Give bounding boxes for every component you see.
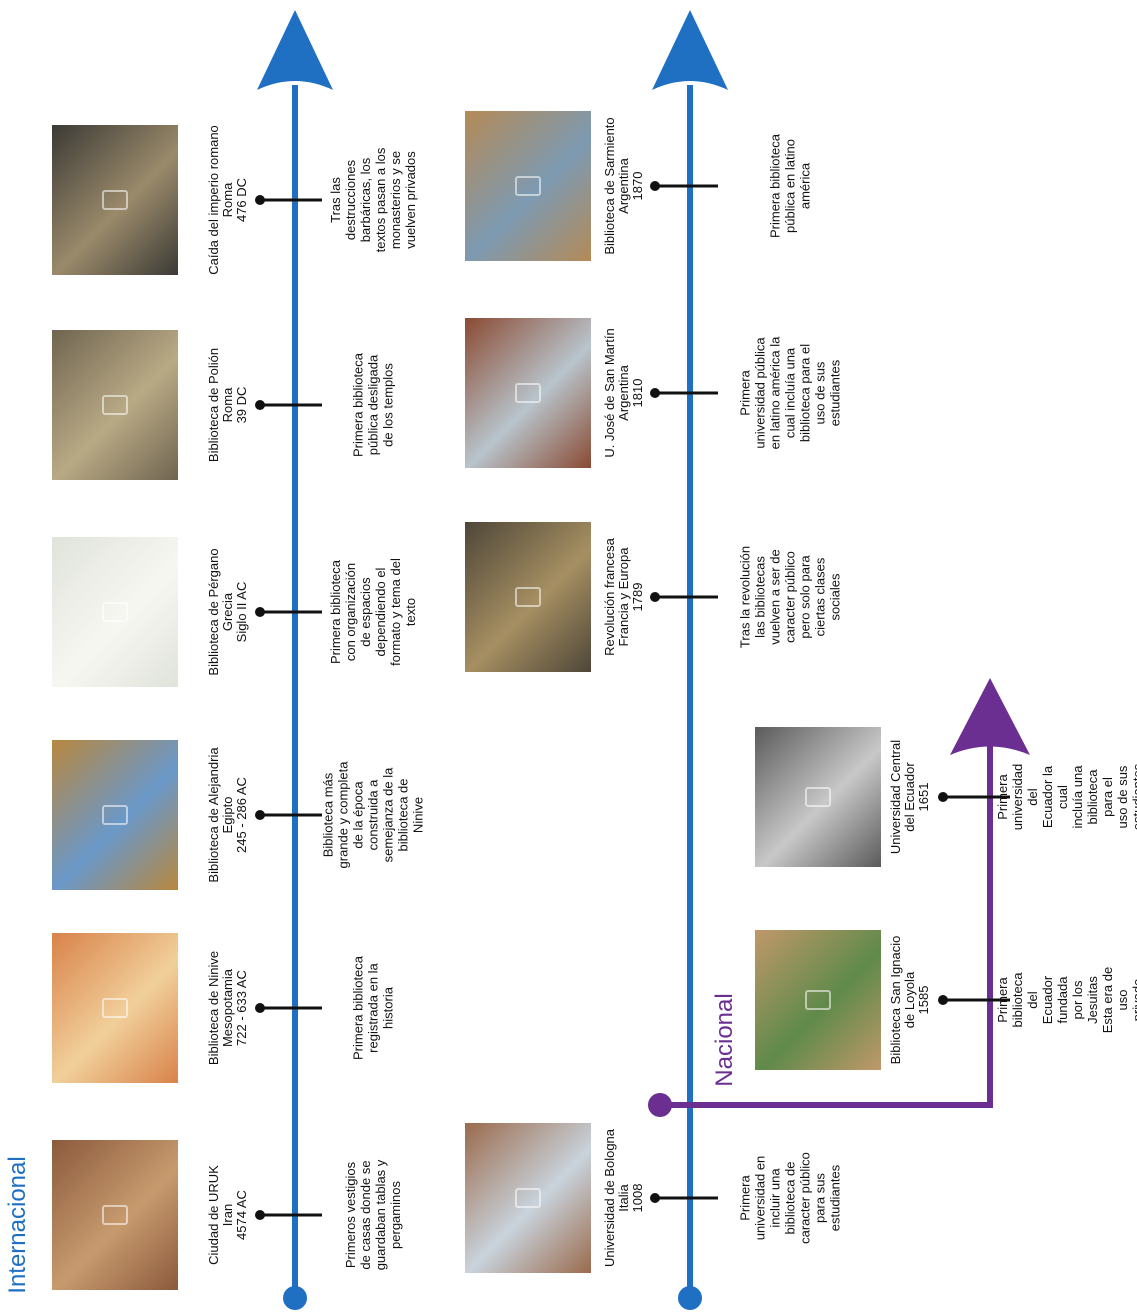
event-description: Primera biblioteca con organización de e… bbox=[328, 558, 418, 666]
event-dot bbox=[255, 1003, 265, 1013]
roman-hall-painting bbox=[52, 330, 178, 480]
event-dot bbox=[650, 388, 660, 398]
columned-facade-photo bbox=[52, 740, 178, 890]
event-dot bbox=[255, 195, 265, 205]
axis-1-arrowhead bbox=[257, 10, 333, 90]
event-dot bbox=[650, 1193, 660, 1203]
brick-building-photo bbox=[465, 318, 591, 468]
event-description: Primera biblioteca pública en latino amé… bbox=[767, 133, 813, 239]
event-title: Biblioteca de Alejandria Egipto 245 - 28… bbox=[206, 747, 249, 883]
image-icon bbox=[102, 602, 128, 622]
image-icon bbox=[515, 587, 541, 607]
event-description: Tras las destrucciones barbáricas, los t… bbox=[328, 147, 418, 253]
axis-1-start-dot bbox=[283, 1286, 307, 1310]
event-description: Primera biblioteca del Ecuador fundada p… bbox=[995, 966, 1137, 1034]
event-description: Primeros vestigios de casas donde se gua… bbox=[343, 1159, 403, 1271]
event-dot bbox=[255, 400, 265, 410]
university-building-photo bbox=[465, 1123, 591, 1273]
axis-2-arrowhead bbox=[652, 10, 728, 90]
event-description: Primera universidad en incluir una bibli… bbox=[737, 1152, 843, 1244]
image-icon bbox=[515, 176, 541, 196]
event-dot bbox=[938, 995, 948, 1005]
library-facade-photo bbox=[465, 111, 591, 261]
image-icon bbox=[102, 805, 128, 825]
event-title: Biblioteca de Polión Roma 39 DC bbox=[206, 347, 249, 463]
event-description: Biblioteca más grande y completa de la é… bbox=[320, 761, 426, 869]
event-dot bbox=[255, 607, 265, 617]
event-description: Tras la revolución las bibliotecas vuelv… bbox=[737, 545, 843, 649]
liberty-painting bbox=[465, 522, 591, 672]
image-icon bbox=[515, 1188, 541, 1208]
event-title: Caída del imperio romano Roma 476 DC bbox=[206, 125, 249, 275]
event-title: Revolución francesa Francia y Europa 178… bbox=[602, 538, 645, 656]
event-title: Biblioteca de Pérgano Grecia Siglo II AC bbox=[206, 548, 249, 676]
international-title: Internacional bbox=[4, 1156, 31, 1294]
palace-illustration bbox=[52, 933, 178, 1083]
axis-2-start-dot bbox=[678, 1286, 702, 1310]
national-branch-line bbox=[660, 740, 993, 1108]
event-title: Biblioteca de Ninive Mesopotamia 722 - 6… bbox=[206, 950, 249, 1066]
event-dot bbox=[255, 1210, 265, 1220]
event-title: Biblioteca de Sarmiento Argentina 1870 bbox=[602, 117, 645, 255]
ancient-city-photo bbox=[52, 1140, 178, 1290]
event-dot bbox=[938, 792, 948, 802]
event-title: Ciudad de URUK Iran 4574 AC bbox=[206, 1165, 249, 1265]
grayscale-building-photo bbox=[755, 727, 881, 867]
image-icon bbox=[102, 1205, 128, 1225]
event-description: Primera biblioteca pública desligada de … bbox=[350, 352, 396, 458]
event-dot bbox=[650, 592, 660, 602]
event-title: U. José de San Martín Argentina 1810 bbox=[602, 328, 645, 458]
image-icon bbox=[805, 990, 831, 1010]
colonial-building-photo bbox=[755, 930, 881, 1070]
image-icon bbox=[515, 383, 541, 403]
image-icon bbox=[102, 190, 128, 210]
image-icon bbox=[805, 787, 831, 807]
event-description: Primera biblioteca registrada en la hist… bbox=[350, 955, 396, 1061]
national-start-dot bbox=[648, 1093, 672, 1117]
event-description: Primera universidad pública en latino am… bbox=[737, 336, 843, 450]
national-arrowhead bbox=[950, 678, 1030, 755]
event-title: Universidad de Bologna Italia 1008 bbox=[602, 1128, 645, 1268]
image-icon bbox=[102, 395, 128, 415]
event-dot bbox=[255, 810, 265, 820]
event-description: Primera universidad del Ecuador la cual … bbox=[995, 763, 1137, 831]
battle-painting bbox=[52, 125, 178, 275]
image-icon bbox=[102, 998, 128, 1018]
temple-sketch bbox=[52, 537, 178, 687]
event-title: Universidad Central del Ecuador 1651 bbox=[888, 739, 931, 855]
event-dot bbox=[650, 181, 660, 191]
event-title: Biblioteca San Ignacio de Loyola 1585 bbox=[888, 935, 931, 1065]
national-title: Nacional bbox=[711, 993, 738, 1087]
